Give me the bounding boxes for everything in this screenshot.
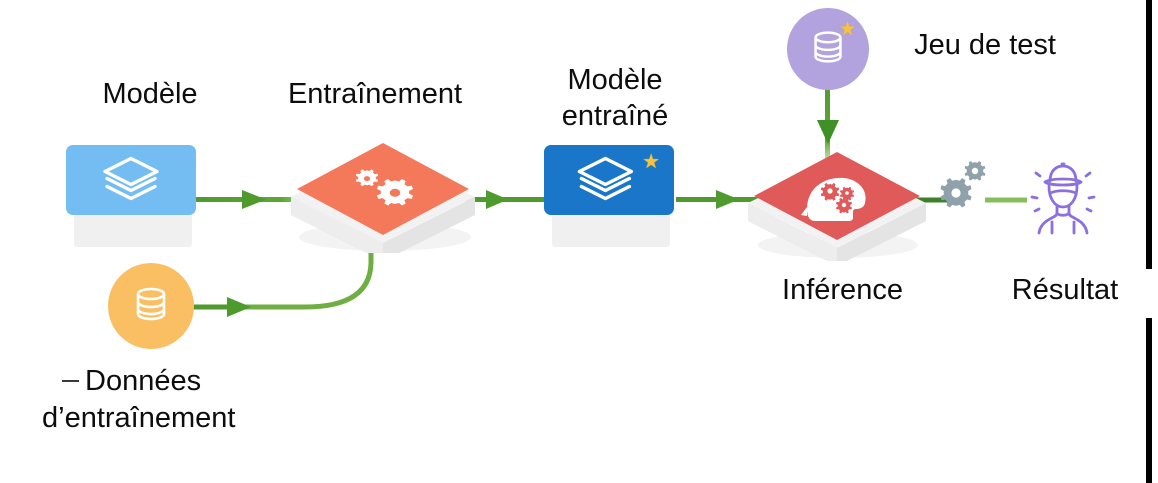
connector-inference-to-gears bbox=[916, 196, 952, 204]
label-trained-model-line1: Modèle bbox=[567, 64, 663, 96]
right-edge-bar-top bbox=[1146, 0, 1152, 269]
star-badge-icon: ★ bbox=[642, 151, 660, 173]
connector-trained-model-to-inference bbox=[676, 188, 781, 212]
node-inference[interactable] bbox=[742, 143, 932, 261]
label-result: Résultat bbox=[1011, 274, 1119, 306]
layers-stack-icon bbox=[575, 155, 635, 206]
label-training-data-line2: d’entraînement bbox=[42, 402, 236, 434]
label-training-data-line1: Données bbox=[85, 365, 202, 397]
node-result[interactable] bbox=[1026, 155, 1100, 241]
trained-model-card-face: ★ bbox=[544, 145, 674, 215]
connector-model-to-training bbox=[196, 188, 316, 212]
leader-dash bbox=[62, 380, 79, 382]
star-badge-icon: ★ bbox=[838, 19, 856, 40]
connector-test-set-to-inference bbox=[815, 78, 841, 160]
label-inference: Inférence bbox=[782, 274, 903, 306]
node-test-set[interactable]: ★ bbox=[787, 8, 869, 90]
database-icon bbox=[128, 281, 174, 332]
connector-gears-to-result bbox=[985, 196, 1029, 204]
node-trained-model[interactable]: ★ bbox=[544, 145, 678, 249]
node-model[interactable] bbox=[66, 145, 200, 249]
node-training[interactable] bbox=[283, 133, 483, 253]
node-processing-gears[interactable] bbox=[938, 155, 996, 213]
label-test-set: Jeu de test bbox=[914, 29, 1056, 61]
label-training: Entraînement bbox=[287, 78, 463, 110]
right-edge-bar-bottom bbox=[1146, 318, 1152, 483]
label-model: Modèle bbox=[102, 78, 198, 110]
database-icon bbox=[806, 25, 850, 74]
layers-stack-icon bbox=[101, 155, 161, 206]
connector-training-data-to-training bbox=[175, 185, 405, 330]
node-training-data[interactable] bbox=[108, 263, 194, 349]
connector-training-to-trained-model bbox=[446, 188, 546, 212]
model-card-face bbox=[66, 145, 196, 215]
label-trained-model-line2: entraîné bbox=[561, 100, 669, 132]
